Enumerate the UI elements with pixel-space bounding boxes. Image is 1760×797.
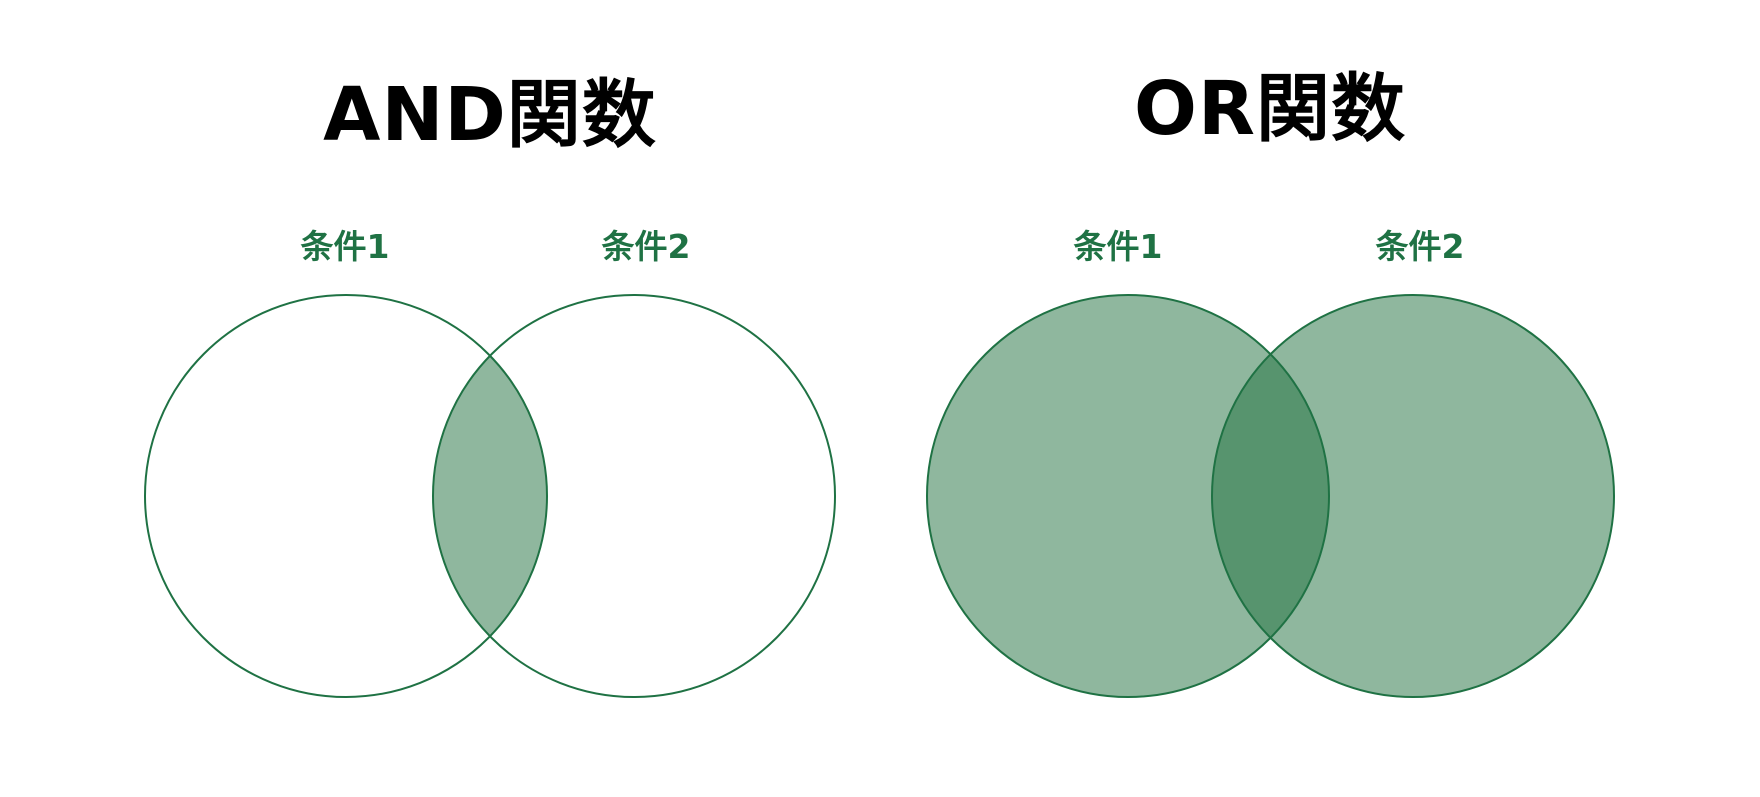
or-condition-1-circle [927,295,1329,697]
and-function-title: AND関数 [323,72,657,158]
or-condition-2-label: 条件2 [1375,227,1465,266]
or-condition-2-circle [1212,295,1614,697]
and-condition-1-label: 条件1 [300,227,390,266]
and-condition-1-circle [145,295,547,697]
or-condition-1-label: 条件1 [1073,227,1163,266]
and-condition-2-label: 条件2 [601,227,691,266]
or-venn-diagram [926,294,1615,698]
and-venn-diagram [144,294,836,698]
and-condition-2-circle [433,295,835,697]
or-function-title: OR関数 [1134,66,1406,152]
